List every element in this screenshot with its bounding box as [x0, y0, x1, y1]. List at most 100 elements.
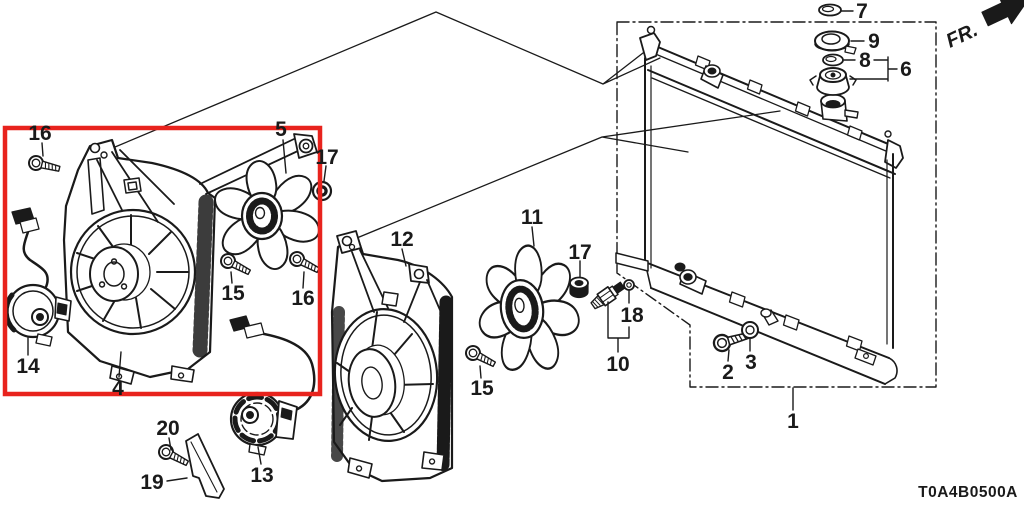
highlight-box — [2, 125, 323, 397]
part-9-hole — [821, 33, 841, 45]
leader-fan-assembly-2 — [351, 110, 781, 241]
core-inner-edges — [650, 65, 888, 345]
motor-14-bracket-dark — [56, 302, 68, 316]
radiator-illustration — [615, 25, 904, 385]
shroud-1-feet-holes — [115, 372, 185, 380]
overflow-spout — [844, 109, 859, 119]
shroud-2-feet — [347, 451, 445, 479]
callout-label-2: 2 — [722, 361, 734, 384]
callout-label-3: 3 — [745, 351, 757, 374]
shroud-1-hub-holes — [98, 258, 128, 290]
callout-label-19: 19 — [140, 471, 163, 494]
part-18-oring — [623, 279, 635, 291]
fan-5-hub-center — [254, 206, 266, 220]
callout-label-6: 6 — [900, 58, 912, 81]
callout-label-11: 11 — [521, 206, 544, 229]
lower-hose-outlet-hole — [683, 273, 693, 281]
fr-label: FR. — [943, 19, 981, 53]
callout-label-10: 10 — [606, 353, 629, 376]
shroud-2-left-tab-hole — [341, 235, 353, 247]
callout-label-13: 13 — [250, 464, 273, 487]
radiator-right-pin — [884, 130, 892, 138]
filler-neck-opening — [825, 100, 841, 108]
fan-5-illustration — [209, 156, 325, 274]
callout-label-18: 18 — [620, 304, 644, 327]
shroud-1-tab-hole-a — [89, 142, 101, 154]
callout-label-20: 20 — [156, 417, 179, 440]
bottom-tank-bottom-edge — [650, 287, 886, 385]
fr-arrow-icon — [981, 0, 1024, 27]
part-3-oring-hole — [745, 325, 755, 335]
bottom-right-foot — [854, 348, 877, 366]
shroud-2-hub-opening — [347, 348, 397, 418]
shroud-1-hub-center — [103, 261, 125, 287]
shroud-2-connector-box — [381, 291, 399, 307]
fan-11-hub — [499, 279, 545, 339]
callout-label-5: 5 — [275, 118, 287, 141]
callout-leader-lines — [27, 10, 898, 482]
callout-label-14: 14 — [16, 355, 40, 378]
shroud-1-right-tab-hole — [298, 138, 314, 154]
callout-label-17a: 17 — [315, 146, 338, 169]
motor-13-foot — [248, 443, 267, 456]
shroud-2-feet-holes — [355, 458, 436, 472]
part-8-hole — [825, 55, 837, 63]
callout-label-9: 9 — [868, 30, 880, 53]
shroud-1-side-wall-slats — [192, 194, 214, 358]
fan-11-hub-center — [514, 297, 525, 313]
callout-label-7: 7 — [856, 0, 868, 23]
shroud-2-left-tab-hole-b — [348, 243, 356, 251]
mount-peg — [760, 308, 772, 318]
cap-top-inner — [824, 70, 842, 80]
nut-b-hole — [574, 280, 584, 286]
fan-motor-13-illustration — [229, 315, 316, 456]
shroud-1-feet — [109, 365, 195, 385]
radiator-tank-left-cap — [639, 32, 661, 61]
part-10-sensor — [590, 281, 626, 310]
callout-label-4: 4 — [112, 377, 124, 400]
radiator-left-pin — [646, 25, 656, 35]
part-9-tab — [844, 45, 857, 55]
callout-label-16b: 16 — [291, 287, 314, 310]
motor-13-shaft — [246, 411, 254, 419]
part-7-hole — [821, 5, 835, 13]
shroud-2-side-wall — [436, 295, 453, 473]
radiator-enclosure-box — [616, 21, 937, 388]
sensor-collar — [608, 285, 619, 298]
fan-11-illustration — [475, 239, 585, 376]
motor-14-inner-ring — [12, 290, 54, 332]
callout-labels: 16 5 17 7 9 8 6 12 11 17 18 10 15 16 15 … — [16, 0, 912, 494]
part-15-bolt-a — [217, 250, 254, 280]
fan-motor-14-illustration — [3, 207, 72, 347]
motor-14-foot — [35, 333, 53, 347]
part-19-plate-line — [190, 441, 218, 493]
part-17-nut-b — [569, 276, 589, 299]
callout-label-8: 8 — [859, 49, 871, 72]
cap-center — [830, 72, 836, 78]
radiator-mount-parts — [710, 3, 857, 355]
sensor-hex-lines — [599, 290, 614, 303]
fan-11-hub-teeth — [505, 285, 539, 333]
upper-hose-inlet-hole — [707, 67, 717, 75]
part-16-bolt-a — [26, 153, 62, 177]
diagram-code: T0A4B0500A — [918, 484, 1018, 501]
callout-label-1: 1 — [787, 410, 799, 433]
shroud-1-connector-box — [123, 177, 142, 194]
motor-13-bracket — [275, 400, 298, 440]
part-19-plate — [185, 433, 225, 499]
motor-14-connector-b — [19, 217, 40, 234]
shroud-1-hub-opening — [89, 246, 139, 302]
callout-label-12: 12 — [390, 228, 413, 251]
foot-hole — [862, 353, 869, 360]
callout-label-17b: 17 — [568, 241, 591, 264]
callout-label-16a: 16 — [28, 122, 51, 145]
shroud-1-right-tab-hole-inner — [302, 142, 310, 150]
motor-13-connector-b — [243, 322, 265, 339]
shroud-2-right-tab-hole — [413, 268, 425, 280]
sensor-threads — [592, 297, 604, 308]
radiator-top-tank-bottom-edge — [647, 69, 896, 175]
fan-shroud-2-illustration — [330, 230, 454, 483]
shroud-2-hub-center — [361, 366, 383, 400]
